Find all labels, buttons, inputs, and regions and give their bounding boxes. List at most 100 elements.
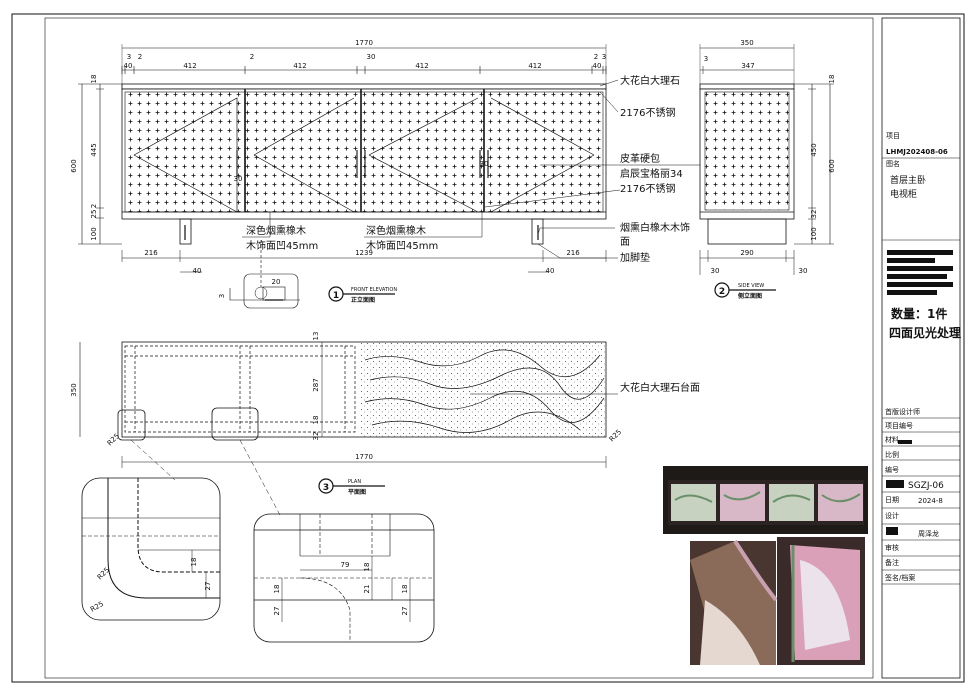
- front-left-b: 445: [90, 143, 98, 156]
- front-bottom-b: 1239: [355, 249, 373, 257]
- side-bottom-a: 30: [711, 267, 720, 275]
- front-bottom-d: 40: [193, 267, 202, 275]
- front-bottom-a: 216: [144, 249, 158, 257]
- label-oak2: 面: [620, 237, 630, 248]
- title-block: 项目 LHMJ202408-06 图名 首层主卧 电视柜 数量：1件 四面见光处…: [881, 17, 961, 679]
- tag2-title: SIDE VIEW: [738, 283, 764, 289]
- front-left-e: 100: [90, 227, 98, 240]
- front-dim-a: 3: [127, 53, 131, 61]
- front-dim-e: 2: [250, 53, 254, 61]
- front-dim-j: 2: [594, 53, 598, 61]
- tb-row6: 日期: [885, 496, 899, 504]
- front-dim-l: 40: [593, 62, 602, 70]
- tb-project-label: 项目: [886, 132, 900, 140]
- detail-right-g: 27: [401, 607, 409, 616]
- front-bottom-c: 216: [566, 249, 580, 257]
- tb-date: 2024-8: [918, 497, 943, 505]
- tb-row7: 设计: [885, 511, 899, 520]
- side-bottom-c: 30: [799, 267, 808, 275]
- front-dim-b: 2: [138, 53, 142, 61]
- tb-finish: 四面见光处理: [889, 325, 961, 340]
- plan-dim-c: 18: [312, 416, 320, 425]
- plan-detail-box-mid: [211, 407, 259, 441]
- front-inner-b: 30: [480, 160, 489, 168]
- detail-right: [253, 513, 435, 643]
- tag3-sub: 平面图: [348, 488, 366, 496]
- side-right-d: 100: [810, 227, 818, 240]
- tb-name-label: 图名: [886, 159, 900, 168]
- side-right-b: 450: [810, 143, 818, 156]
- label-leather1: 皮革硬包: [620, 152, 660, 165]
- tag3-num: 3: [323, 483, 329, 493]
- tb-code: SGZJ-06: [908, 481, 944, 491]
- plan-dim-overall: 1770: [355, 453, 373, 461]
- side-dim-overall: 350: [740, 39, 753, 47]
- sheet-border: [11, 13, 965, 683]
- detail-right-b: 18: [363, 563, 371, 572]
- detail-left-a: 18: [190, 558, 198, 567]
- detail-right-c: 18: [273, 585, 281, 594]
- plan-dim-b: 287: [312, 378, 320, 391]
- label-oak1: 烟熏白橡木木饰: [620, 221, 690, 234]
- front-dim-c: 40: [124, 62, 133, 70]
- tb-row5: 编号: [885, 465, 899, 474]
- label-steel1: 2176不锈钢: [620, 106, 675, 119]
- detail-right-f: 27: [273, 607, 281, 616]
- detail-right-a: 79: [341, 561, 350, 569]
- tb-row9: 备注: [885, 558, 899, 567]
- reference-photos: [663, 466, 868, 665]
- tag2-num: 2: [719, 287, 725, 297]
- front-elevation: 1770 3 2 40 412 2 412 30 412 412 2 3 40 …: [70, 39, 700, 309]
- front-inner-a: 30: [234, 175, 243, 183]
- front-left-c: 2: [90, 204, 98, 208]
- front-left-a: 18: [90, 75, 98, 84]
- label-deep1b: 木饰面凹45mm: [246, 239, 318, 252]
- front-dim-g: 30: [367, 53, 376, 61]
- front-dim-i: 412: [528, 62, 541, 70]
- front-leather-panel: [124, 91, 604, 213]
- tb-row1: 首版设计师: [885, 407, 920, 416]
- recess-detail: [229, 240, 300, 309]
- front-left-overall: 600: [70, 159, 78, 172]
- front-left-d: 25: [90, 210, 98, 219]
- plan-view: 350 13 287 18 32 R25 R25 1770 大花白大理石台面 3…: [70, 332, 700, 516]
- front-bottom-e: 40: [546, 267, 555, 275]
- side-bottom-b: 290: [740, 249, 753, 257]
- front-dim-overall: 1770: [355, 39, 373, 47]
- label-deep1a: 深色烟熏橡木: [246, 224, 306, 237]
- tag3-title: PLAN: [348, 479, 361, 485]
- plan-dim-depth: 350: [70, 383, 78, 396]
- tb-row10: 签名/档案: [885, 573, 915, 582]
- tb-row2: 项目编号: [885, 421, 913, 430]
- label-leather2: 启辰宝格丽34: [620, 167, 683, 180]
- detail-left-b: 27: [204, 582, 212, 591]
- label-foot: 加脚垫: [620, 251, 650, 264]
- front-leg-right: [531, 218, 544, 245]
- tb-designer: 周泽龙: [918, 529, 939, 538]
- front-dim-d: 412: [183, 62, 196, 70]
- tb-row8: 审核: [885, 543, 899, 552]
- detail-right-d: 21: [363, 585, 371, 594]
- tb-qty: 数量：1件: [891, 306, 947, 321]
- detail-left-r2: R25: [89, 600, 105, 614]
- tag2-sub: 侧立面图: [738, 292, 762, 300]
- front-stone-top: [121, 83, 607, 90]
- plan-r2: R25: [608, 428, 623, 443]
- plan-dim-a: 13: [312, 332, 320, 341]
- side-elevation: 350 3 347 600 18 450 32 100 30 290 30 2: [699, 39, 836, 300]
- label-deep2b: 木饰面凹45mm: [366, 239, 438, 252]
- front-dim-k: 3: [602, 53, 606, 61]
- marble-veins: [364, 349, 605, 433]
- tag1-sub: 正立面图: [351, 296, 375, 304]
- tb-redacted-block: [887, 250, 953, 295]
- label-stone: 大花白大理石: [620, 74, 680, 87]
- side-right-c: 32: [810, 210, 818, 219]
- side-dim-a: 3: [704, 55, 708, 63]
- drawing-border: [44, 17, 874, 679]
- side-dim-b: 347: [741, 62, 754, 70]
- plan-label: 大花白大理石台面: [620, 381, 700, 394]
- side-right-a: 18: [828, 75, 836, 84]
- plan-detail-box-left: [117, 409, 146, 441]
- tb-row3: 材料: [885, 435, 899, 444]
